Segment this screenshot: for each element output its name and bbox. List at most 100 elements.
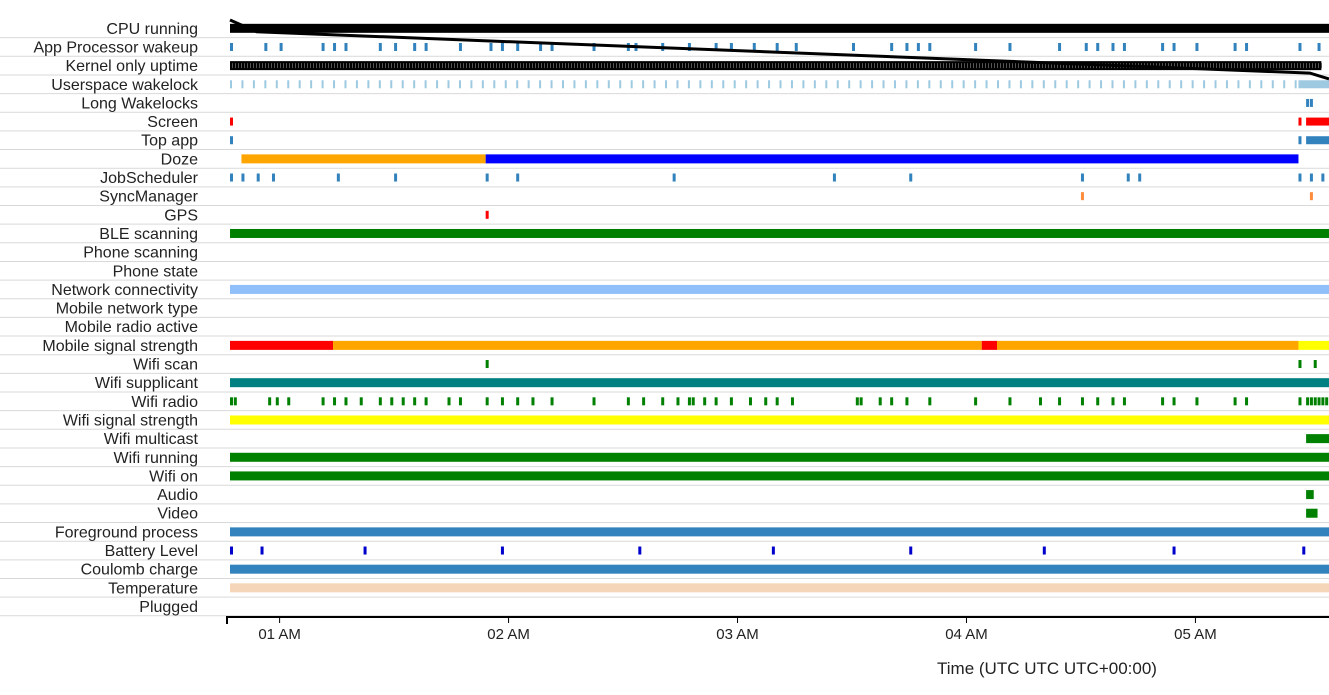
event-tick[interactable] (676, 397, 680, 406)
event-tick[interactable] (878, 397, 882, 406)
event-tick[interactable] (367, 80, 370, 89)
event-tick[interactable] (687, 397, 691, 406)
event-tick[interactable] (500, 42, 504, 51)
event-tick[interactable] (802, 80, 805, 89)
event-tick[interactable] (1180, 80, 1183, 89)
segment-userspace-wakelock[interactable] (1298, 80, 1329, 89)
event-tick[interactable] (1019, 80, 1022, 89)
event-tick[interactable] (241, 80, 244, 89)
event-tick[interactable] (1122, 80, 1125, 89)
event-tick[interactable] (424, 80, 427, 89)
event-tick[interactable] (1260, 80, 1263, 89)
event-tick[interactable] (333, 42, 337, 51)
segment-video[interactable] (1306, 508, 1318, 518)
event-tick[interactable] (424, 397, 428, 406)
event-tick[interactable] (500, 546, 504, 555)
event-tick[interactable] (1313, 360, 1317, 369)
event-tick[interactable] (1321, 173, 1325, 182)
event-tick[interactable] (710, 80, 713, 89)
event-tick[interactable] (298, 80, 301, 89)
event-tick[interactable] (413, 80, 416, 89)
event-tick[interactable] (355, 80, 358, 89)
event-tick[interactable] (539, 80, 542, 89)
event-tick[interactable] (596, 80, 599, 89)
event-tick[interactable] (1080, 397, 1084, 406)
event-tick[interactable] (630, 80, 633, 89)
event-tick[interactable] (687, 42, 691, 51)
event-tick[interactable] (626, 397, 630, 406)
event-tick[interactable] (962, 80, 965, 89)
event-tick[interactable] (1298, 360, 1302, 369)
event-tick[interactable] (1245, 397, 1249, 406)
event-tick[interactable] (1111, 42, 1115, 51)
event-tick[interactable] (1126, 173, 1130, 182)
segment-audio[interactable] (1306, 490, 1314, 500)
event-tick[interactable] (665, 80, 668, 89)
event-tick[interactable] (672, 173, 676, 182)
event-tick[interactable] (607, 80, 610, 89)
event-tick[interactable] (848, 80, 851, 89)
event-tick[interactable] (271, 173, 275, 182)
event-tick[interactable] (1096, 397, 1100, 406)
event-tick[interactable] (1077, 80, 1080, 89)
event-tick[interactable] (550, 80, 553, 89)
event-tick[interactable] (722, 80, 725, 89)
event-tick[interactable] (260, 546, 264, 555)
event-tick[interactable] (287, 397, 291, 406)
event-tick[interactable] (561, 80, 564, 89)
event-tick[interactable] (974, 80, 977, 89)
series-wifi-supplicant[interactable] (230, 378, 1329, 388)
event-tick[interactable] (344, 397, 348, 406)
event-tick[interactable] (859, 397, 863, 406)
event-tick[interactable] (642, 397, 646, 406)
event-tick[interactable] (638, 546, 642, 555)
event-tick[interactable] (653, 80, 656, 89)
event-tick[interactable] (516, 42, 520, 51)
event-tick[interactable] (1317, 397, 1321, 406)
event-tick[interactable] (424, 42, 428, 51)
event-tick[interactable] (1157, 80, 1160, 89)
event-tick[interactable] (1042, 80, 1045, 89)
segment-wifi-supplicant[interactable] (230, 378, 1329, 388)
event-tick[interactable] (1111, 397, 1115, 406)
event-tick[interactable] (470, 80, 473, 89)
event-tick[interactable] (974, 42, 978, 51)
series-coulomb-charge[interactable] (230, 564, 1329, 574)
event-tick[interactable] (493, 80, 496, 89)
event-tick[interactable] (729, 42, 733, 51)
event-tick[interactable] (951, 80, 954, 89)
event-tick[interactable] (1283, 80, 1286, 89)
event-tick[interactable] (1008, 397, 1012, 406)
event-tick[interactable] (390, 397, 394, 406)
event-tick[interactable] (516, 397, 520, 406)
event-tick[interactable] (676, 80, 679, 89)
event-tick[interactable] (333, 80, 336, 89)
series-video[interactable] (1306, 508, 1318, 518)
event-tick[interactable] (756, 80, 759, 89)
event-tick[interactable] (1161, 397, 1165, 406)
event-tick[interactable] (344, 80, 347, 89)
segment-doze[interactable] (241, 154, 486, 164)
series-top-app[interactable] (230, 136, 1329, 145)
event-tick[interactable] (1161, 42, 1165, 51)
event-tick[interactable] (378, 397, 382, 406)
event-tick[interactable] (550, 397, 554, 406)
event-tick[interactable] (584, 80, 587, 89)
event-tick[interactable] (825, 80, 828, 89)
segment-mobile-signal-strength[interactable] (333, 340, 982, 350)
event-tick[interactable] (714, 397, 718, 406)
event-tick[interactable] (485, 173, 489, 182)
event-tick[interactable] (485, 397, 489, 406)
event-tick[interactable] (264, 42, 268, 51)
segment-ble-scanning[interactable] (230, 228, 1329, 238)
event-tick[interactable] (832, 173, 836, 182)
series-ble-scanning[interactable] (230, 228, 1329, 238)
event-tick[interactable] (752, 42, 756, 51)
event-tick[interactable] (714, 42, 718, 51)
event-tick[interactable] (489, 42, 493, 51)
event-tick[interactable] (394, 173, 398, 182)
event-tick[interactable] (321, 397, 325, 406)
event-tick[interactable] (527, 80, 530, 89)
event-tick[interactable] (230, 136, 233, 145)
segment-wifi-on[interactable] (230, 471, 1329, 481)
